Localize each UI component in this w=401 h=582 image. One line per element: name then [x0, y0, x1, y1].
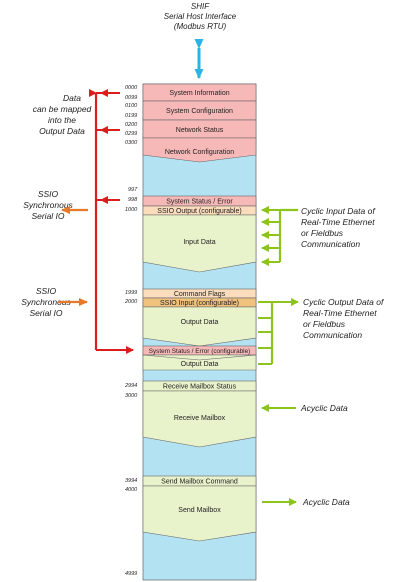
addr-0200: 0200: [125, 122, 138, 128]
addr-998: 998: [128, 197, 138, 203]
addr-0299: 0299: [125, 131, 137, 137]
shif-subtitle: Serial Host Interface: [164, 12, 237, 21]
addr-0099: 0099: [125, 95, 137, 101]
label-system-information: System Information: [169, 90, 229, 97]
box-output-data-2: [142, 354, 257, 371]
label-system-configuration: System Configuration: [166, 108, 233, 115]
output-data-2-notch: [142, 354, 257, 361]
addr-4000: 4000: [125, 487, 138, 493]
label-ssio-output: SSIO Output (configurable): [157, 208, 241, 215]
label-ssio-input: SSIO Input (configurable): [160, 300, 239, 307]
addr-2000: 2000: [124, 299, 138, 305]
addr-0000: 0000: [125, 85, 138, 91]
label-system-status-error-configurable: System Status / Error (configurable): [149, 348, 251, 355]
addr-4999: 4999: [125, 571, 137, 577]
addr-997: 997: [128, 187, 138, 193]
shif-title: SHIF: [191, 2, 210, 11]
addr-3994: 3994: [125, 478, 137, 484]
label-network-status: Network Status: [176, 127, 224, 134]
shif-protocol: (Modbus RTU): [174, 22, 227, 31]
label-network-configuration: Network Configuration: [165, 149, 234, 156]
addr-1999: 1999: [125, 290, 137, 296]
label-input-data: Input Data: [183, 239, 215, 246]
cyclic-out-line4: Communication: [303, 330, 362, 340]
label-output-data-2: Output Data: [181, 361, 219, 368]
ssio-in-line3: Serial IO: [29, 308, 62, 318]
cyclic-in-line2: Real-Time Ethernet: [301, 217, 375, 227]
mapped-note-line2: can be mapped: [33, 104, 92, 114]
addr-0300: 0300: [125, 140, 138, 146]
addr-0199: 0199: [125, 113, 137, 119]
cyclic-in-line3: or Fieldbus: [301, 228, 344, 238]
box-receive-mailbox: [142, 390, 257, 448]
ssio-out-line3: Serial IO: [31, 211, 64, 221]
addr-2994: 2994: [124, 383, 137, 389]
mapped-note-line4: Output Data: [39, 126, 85, 136]
ssio-out-line1: SSIO: [38, 189, 59, 199]
label-command-flags: Command Flags: [174, 291, 226, 298]
cyclic-out-line1: Cyclic Output Data of: [303, 297, 385, 307]
ssio-out-line2: Synchronous: [23, 200, 73, 210]
box-output-data: [142, 306, 257, 347]
addr-3000: 3000: [125, 393, 138, 399]
label-output-data: Output Data: [181, 319, 219, 326]
label-receive-mailbox-status: Receive Mailbox Status: [163, 384, 237, 391]
cyclic-out-line2: Real-Time Ethernet: [303, 308, 377, 318]
label-receive-mailbox: Receive Mailbox: [174, 415, 226, 422]
label-send-mailbox: Send Mailbox: [178, 507, 221, 514]
acyclic-label-1: Acyclic Data: [300, 403, 348, 413]
cyclic-in-line1: Cyclic Input Data of: [301, 206, 376, 216]
ssio-in-line1: SSIO: [36, 286, 57, 296]
label-system-status-error: System Status / Error: [166, 199, 233, 206]
acyclic-label-2: Acyclic Data: [302, 497, 350, 507]
box-input-data: [142, 214, 257, 273]
mapped-note-line3: into the: [48, 115, 76, 125]
label-send-mailbox-command: Send Mailbox Command: [161, 479, 238, 486]
addr-1000: 1000: [125, 207, 138, 213]
addr-0100: 0100: [125, 103, 138, 109]
cyclic-out-line3: or Fieldbus: [303, 319, 346, 329]
ssio-in-line2: Synchronous: [21, 297, 71, 307]
box-send-mailbox: [142, 485, 257, 542]
box-network-configuration: [142, 137, 257, 163]
mapped-note-line1: Data: [63, 93, 81, 103]
cyclic-in-line4: Communication: [301, 239, 360, 249]
